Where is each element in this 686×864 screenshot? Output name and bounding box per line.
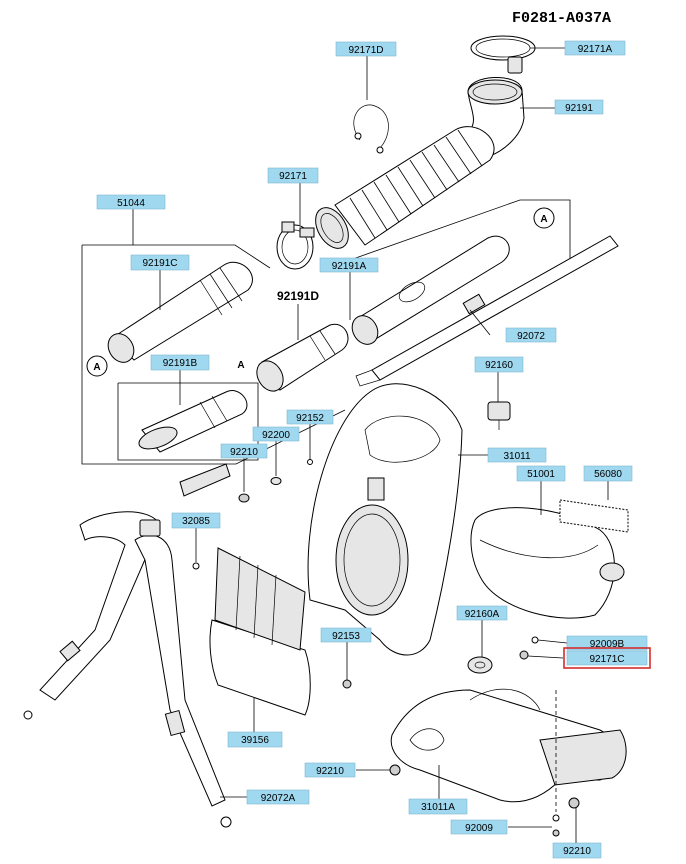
svg-text:92210: 92210 [563, 846, 591, 857]
svg-text:92072A: 92072A [261, 793, 296, 804]
marker-a-1: A [533, 207, 555, 229]
damper-92160 [487, 401, 511, 430]
callout-92191a[interactable]: 92191A [319, 257, 379, 273]
callout-92152[interactable]: 92152 [286, 409, 334, 425]
callout-92160[interactable]: 92160 [474, 356, 524, 373]
svg-text:92191: 92191 [565, 103, 593, 114]
marker-a-2: A [86, 355, 108, 377]
diagram-code: F0281-A037A [512, 10, 611, 27]
svg-text:92171C: 92171C [589, 654, 624, 665]
callout-92153[interactable]: 92153 [320, 627, 372, 643]
callout-92191[interactable]: 92191 [554, 99, 604, 115]
fasteners [192, 459, 580, 837]
svg-text:92160A: 92160A [465, 609, 500, 620]
callout-39156[interactable]: 39156 [227, 731, 283, 748]
snap-ring-92171d [353, 104, 389, 149]
svg-text:92191A: 92191A [332, 261, 367, 272]
svg-text:92210: 92210 [316, 766, 344, 777]
callout-92171[interactable]: 92171 [267, 167, 319, 184]
callout-92200[interactable]: 92200 [252, 426, 300, 442]
svg-text:A: A [93, 362, 100, 373]
svg-text:92160: 92160 [485, 360, 513, 371]
callout-92191c[interactable]: 92191C [130, 254, 190, 271]
callout-31011a[interactable]: 31011A [408, 798, 468, 815]
svg-text:39156: 39156 [241, 735, 269, 746]
callout-92072[interactable]: 92072 [505, 327, 557, 343]
callout-92210-upper[interactable]: 92210 [220, 443, 268, 459]
frame-31011 [307, 383, 463, 656]
svg-text:51001: 51001 [527, 469, 555, 480]
svg-text:92191B: 92191B [163, 358, 198, 369]
pipe-92191a [351, 235, 510, 345]
callout-92160a[interactable]: 92160A [456, 605, 508, 621]
clamp-92171 [276, 221, 315, 270]
svg-text:92171: 92171 [279, 171, 307, 182]
pipe-92191d [256, 323, 349, 392]
cover-39156 [209, 547, 311, 716]
callout-32085[interactable]: 32085 [171, 512, 221, 529]
callout-92210-bottom[interactable]: 92210 [552, 842, 602, 859]
svg-text:32085: 32085 [182, 516, 210, 527]
callout-92171c[interactable]: 92171C [563, 647, 651, 669]
leader-lines [132, 47, 609, 843]
callout-51001[interactable]: 51001 [516, 465, 566, 482]
callout-51044[interactable]: 51044 [96, 194, 166, 210]
damper-92160a [467, 656, 493, 674]
svg-text:92171D: 92171D [348, 45, 383, 56]
callout-92009[interactable]: 92009 [450, 819, 508, 835]
callout-92191b[interactable]: 92191B [150, 354, 210, 371]
svg-text:92152: 92152 [296, 413, 324, 424]
callout-92171d[interactable]: 92171D [335, 41, 397, 57]
callout-92210-left[interactable]: 92210 [304, 762, 356, 778]
svg-text:A: A [540, 214, 547, 225]
svg-text:92210: 92210 [230, 447, 258, 458]
flex-hose [315, 126, 495, 249]
callout-92171a[interactable]: 92171A [564, 40, 626, 56]
parts-illustration: A A A [23, 35, 629, 837]
svg-text:92153: 92153 [332, 631, 360, 642]
callout-56080[interactable]: 56080 [583, 465, 633, 482]
highlight-frame [563, 647, 651, 669]
marker-a-3: A [237, 360, 244, 371]
svg-text:31011A: 31011A [421, 802, 455, 813]
callout-92009b[interactable]: 92009B [566, 635, 648, 651]
svg-text:92191C: 92191C [142, 258, 177, 269]
svg-text:92171A: 92171A [578, 44, 613, 55]
svg-text:51044: 51044 [117, 198, 145, 209]
svg-text:92191D: 92191D [277, 289, 319, 303]
clamp-92171a [470, 35, 536, 74]
svg-text:92009B: 92009B [590, 639, 625, 650]
shoulder-straps [23, 463, 232, 828]
callout-92072a[interactable]: 92072A [246, 789, 310, 805]
nozzle-92191b [138, 390, 248, 453]
pipe-92191c [107, 261, 253, 363]
callout-92191d[interactable]: 92191D [277, 289, 319, 303]
strap-92072 [355, 235, 619, 387]
svg-text:92200: 92200 [262, 430, 290, 441]
base-frame-31011a [390, 688, 627, 803]
label-sticker-56080 [559, 499, 629, 533]
callout-31011[interactable]: 31011 [487, 447, 547, 463]
svg-text:92072: 92072 [517, 331, 545, 342]
svg-text:92009: 92009 [465, 823, 493, 834]
svg-text:56080: 56080 [594, 469, 622, 480]
fuel-tank-51001 [470, 507, 625, 619]
svg-text:31011: 31011 [503, 451, 531, 462]
